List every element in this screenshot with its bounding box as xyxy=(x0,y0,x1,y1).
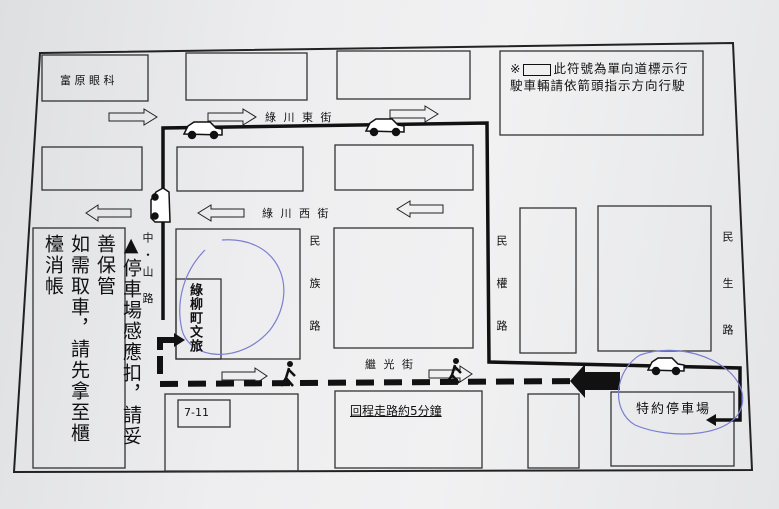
store-label: 7-11 xyxy=(184,406,209,419)
inn-label: 綠柳町文旅 xyxy=(187,283,202,353)
one-way-arrow-icon xyxy=(523,63,552,76)
car-icon xyxy=(150,187,171,223)
street-zhongshan: 中・山 路 xyxy=(141,232,154,310)
building-blocks xyxy=(32,50,735,472)
car-icon xyxy=(646,357,685,376)
return-walk-note: 回程走路約5分鐘 xyxy=(350,404,442,418)
one-way-arrows xyxy=(85,105,473,385)
walking-route xyxy=(157,356,620,398)
pedestrian-icon xyxy=(279,361,296,387)
warning-line-1: ▲停車場感應扣，請妥善保管 xyxy=(94,234,142,447)
warning-line-2: 如需取車，請先拿至櫃檯消帳 xyxy=(42,234,90,444)
clinic-label: 富 原 眼 科 xyxy=(60,74,115,87)
driving-route xyxy=(161,121,742,422)
street-lvchuan-east: 綠 川 東 街 xyxy=(265,111,334,124)
car-icon xyxy=(182,121,223,140)
street-minzu: 民 族 路 xyxy=(308,235,321,345)
street-jiguang: 繼 光 街 xyxy=(365,358,415,371)
parking-label: 特約停車場 xyxy=(636,402,712,417)
pen-circle xyxy=(179,239,744,435)
street-minsheng: 民 生 路 xyxy=(721,231,734,351)
parking-warning: ▲停車場感應扣，請妥善保管 如需取車，請先拿至櫃檯消帳 xyxy=(40,234,144,454)
car-icon xyxy=(364,118,405,137)
pedestrian-icon xyxy=(445,358,462,384)
street-minquan: 民 權 路 xyxy=(495,235,508,345)
one-way-note: ※此符號為單向道標示行駛車輛請依箭頭指示方向行駛 xyxy=(510,61,689,93)
street-lvchuan-west: 綠 川 西 街 xyxy=(262,207,331,220)
